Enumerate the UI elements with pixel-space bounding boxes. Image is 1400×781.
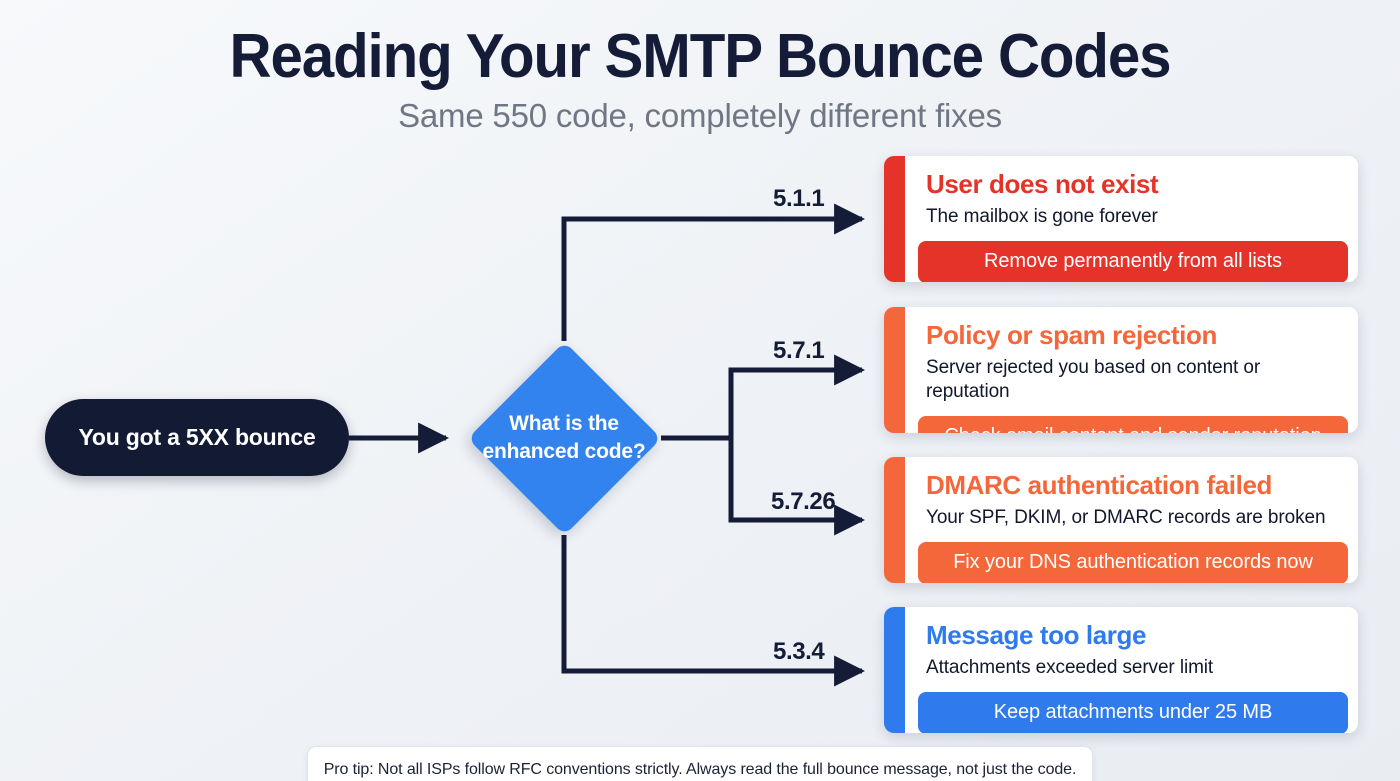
edge-label-511: 5.1.1 [773,185,825,212]
start-node[interactable]: You got a 5XX bounce [45,399,349,476]
start-node-label: You got a 5XX bounce [78,424,316,450]
outcome-card-534[interactable]: Message too large Attachments exceeded s… [884,607,1358,733]
outcome-card-5726[interactable]: DMARC authentication failed Your SPF, DK… [884,457,1358,583]
card-title: Policy or spam rejection [926,320,1217,350]
page-title: Reading Your SMTP Bounce Codes [229,22,1172,91]
decision-node[interactable]: What is the enhanced code? [467,341,661,535]
edge-label-5726: 5.7.26 [771,488,836,515]
card-accent-bar [884,607,905,733]
card-accent-bar [884,307,905,433]
outcome-card-571[interactable]: Policy or spam rejection Server rejected… [884,307,1358,433]
card-description: The mailbox is gone forever [926,206,1158,228]
card-description: Attachments exceeded server limit [926,657,1214,679]
connector-branch-511 [561,203,866,341]
card-title: User does not exist [926,169,1159,199]
edge-label-534: 5.3.4 [773,638,825,665]
pro-tip-banner: Pro tip: Not all ISPs follow RFC convent… [307,746,1093,781]
card-body: Policy or spam rejection Server rejected… [905,307,1358,433]
card-description: Your SPF, DKIM, or DMARC records are bro… [926,507,1326,529]
page-subtitle: Same 550 code, completely different fixe… [398,97,1002,135]
connector-branch-571 [728,354,866,438]
card-description: Server rejected you based on content or … [926,357,1261,402]
pro-tip-text: Pro tip: Not all ISPs follow RFC convent… [323,761,1077,778]
card-body: User does not exist The mailbox is gone … [905,156,1358,282]
card-accent-bar [884,156,905,282]
decision-node-label: What is the enhanced code? [482,412,646,463]
card-body: DMARC authentication failed Your SPF, DK… [905,457,1358,583]
edge-label-571: 5.7.1 [773,337,825,364]
card-body: Message too large Attachments exceeded s… [905,607,1358,733]
card-action-button[interactable]: Keep attachments under 25 MB [918,691,1348,733]
outcome-card-511[interactable]: User does not exist The mailbox is gone … [884,156,1358,282]
card-action-button[interactable]: Remove permanently from all lists [918,240,1348,282]
card-accent-bar [884,457,905,583]
card-title: Message too large [926,620,1147,650]
page-header: Reading Your SMTP Bounce Codes Same 550 … [0,0,1400,135]
card-title: DMARC authentication failed [926,470,1272,500]
card-action-button[interactable]: Fix your DNS authentication records now [918,541,1348,583]
